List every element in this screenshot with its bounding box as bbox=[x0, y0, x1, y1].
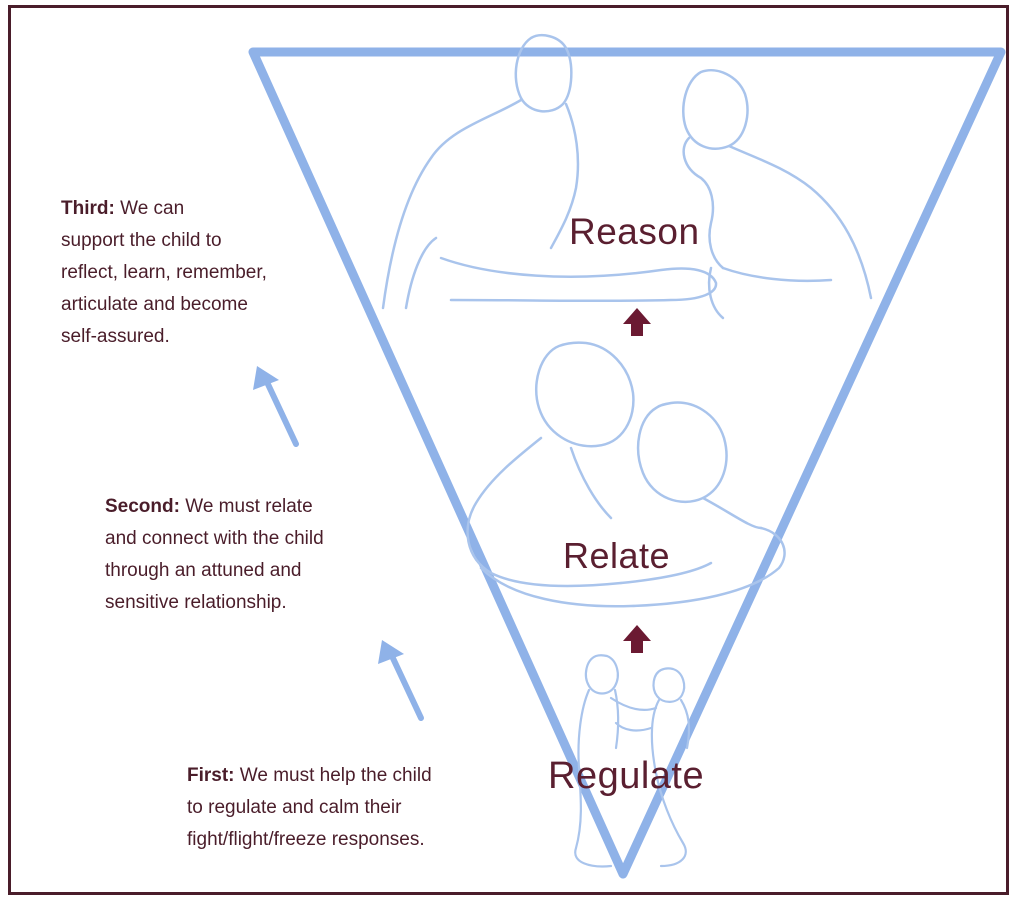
step-first-text: First: We must help the child to regulat… bbox=[187, 760, 432, 856]
step-second-line: and connect with the child bbox=[105, 523, 324, 555]
step-second-text: Second: We must relate and connect with … bbox=[105, 491, 324, 619]
diagram-art bbox=[11, 8, 1009, 895]
stage-label-regulate: Regulate bbox=[548, 755, 704, 798]
step-second-line: We must relate bbox=[185, 496, 312, 517]
stage-label-relate: Relate bbox=[563, 535, 670, 577]
step-second-line: through an attuned and bbox=[105, 555, 324, 587]
step-third-text: Third: We can support the child to refle… bbox=[61, 193, 267, 353]
diagonal-arrow-icon bbox=[378, 640, 421, 718]
step-second-line: sensitive relationship. bbox=[105, 587, 324, 619]
diagonal-arrow-icon bbox=[253, 366, 296, 444]
diagram-frame: Reason Relate Regulate Third: We can sup… bbox=[8, 5, 1009, 895]
step-first-lead: First: bbox=[187, 765, 235, 786]
step-second-lead: Second: bbox=[105, 496, 180, 517]
step-third-line: self-assured. bbox=[61, 321, 267, 353]
step-first-line: We must help the child bbox=[240, 765, 432, 786]
up-arrow-icon bbox=[623, 308, 651, 336]
step-first-line: to regulate and calm their bbox=[187, 792, 432, 824]
step-third-line: support the child to bbox=[61, 225, 267, 257]
step-third-lead: Third: bbox=[61, 198, 115, 219]
reason-figures-illustration bbox=[383, 35, 871, 318]
stage-label-reason: Reason bbox=[569, 211, 700, 253]
up-arrow-icon bbox=[623, 625, 651, 653]
step-third-line: We can bbox=[120, 198, 184, 219]
inverted-triangle bbox=[253, 52, 1001, 874]
step-third-line: reflect, learn, remember, bbox=[61, 257, 267, 289]
step-first-line: fight/flight/freeze responses. bbox=[187, 824, 432, 856]
step-third-line: articulate and become bbox=[61, 289, 267, 321]
